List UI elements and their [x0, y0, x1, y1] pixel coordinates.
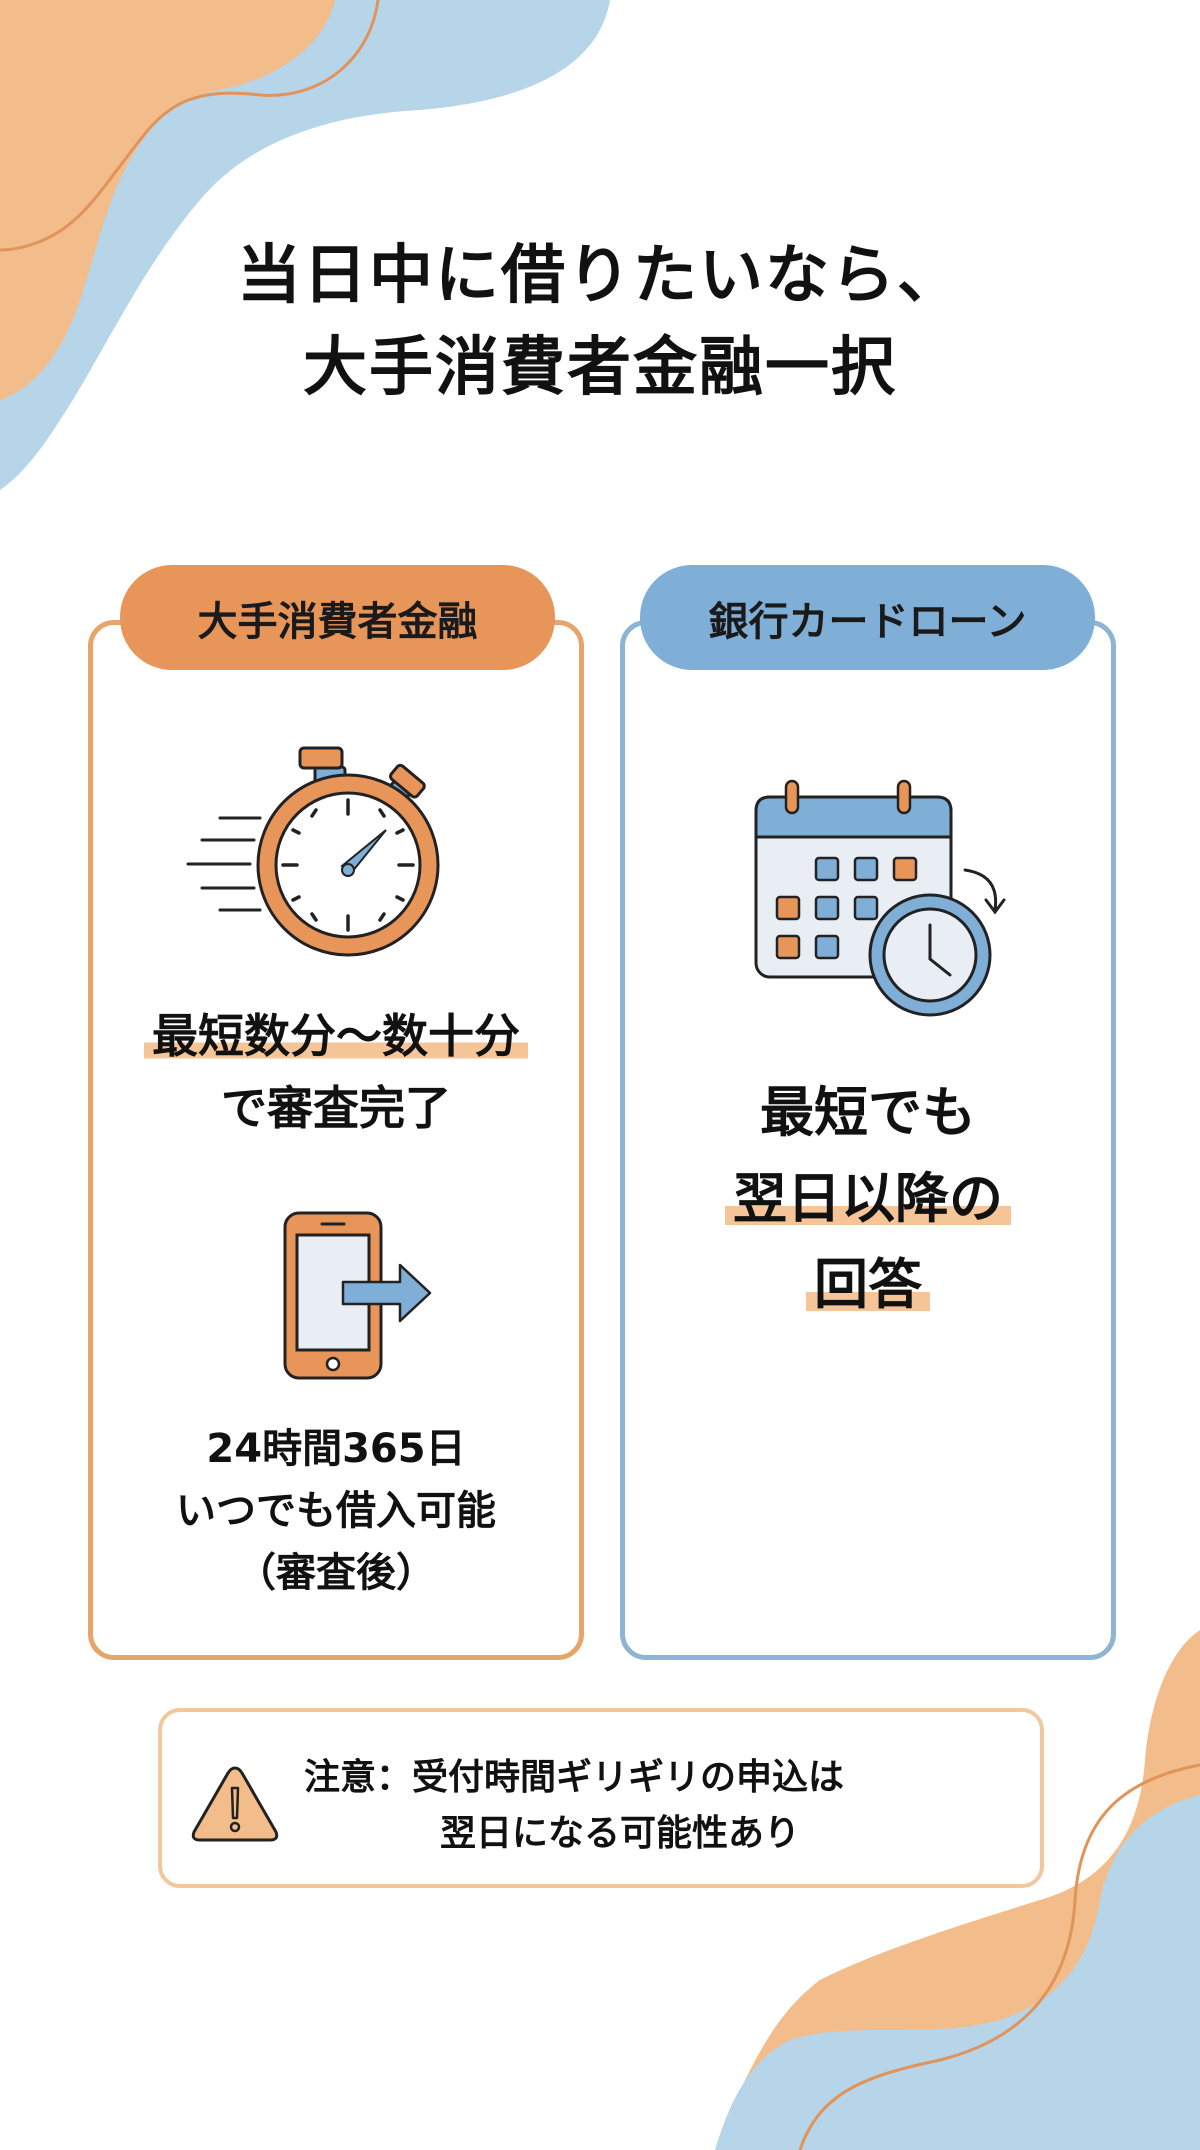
- availability-line-3: （審査後）: [236, 1550, 436, 1596]
- bank-card-loan-label: 銀行カードローン: [708, 598, 1027, 645]
- title-line-1: 当日中に借りたいなら、: [237, 239, 963, 313]
- availability-line-1: 24時間365日: [206, 1426, 466, 1472]
- consumer-finance-badge: 大手消費者金融: [120, 565, 555, 670]
- bank-review-line-1: 最短でも: [760, 1081, 976, 1144]
- availability-line-2: いつでも借入可能: [176, 1488, 496, 1534]
- bank-review-text: 最短でも 翌日以降の 回答: [620, 1070, 1116, 1328]
- review-complete-text: で審査完了: [221, 1081, 451, 1135]
- page-title: 当日中に借りたいなら、 大手消費者金融一択: [0, 230, 1200, 414]
- smartphone-arrow-icon: [283, 1211, 432, 1380]
- availability-text: 24時間365日 いつでも借入可能 （審査後）: [88, 1418, 584, 1604]
- warning-icon: [191, 1766, 279, 1842]
- notice-line-2: 翌日になる可能性あり: [440, 1813, 801, 1854]
- bank-review-highlight-1: 翌日以降の: [725, 1167, 1011, 1230]
- stopwatch-icon: [186, 746, 440, 957]
- notice-text: 注意：受付時間ギリギリの申込は 翌日になる可能性あり: [304, 1750, 844, 1862]
- bank-review-highlight-2: 回答: [806, 1253, 930, 1316]
- review-speed-highlight: 最短数分〜数十分: [144, 1009, 528, 1063]
- notice-box: 注意：受付時間ギリギリの申込は 翌日になる可能性あり: [158, 1708, 1044, 1888]
- bank-card-loan-badge: 銀行カードローン: [640, 565, 1095, 670]
- calendar-clock-icon: [754, 779, 1006, 1017]
- title-line-2: 大手消費者金融一択: [303, 331, 897, 405]
- notice-line-1: 注意：受付時間ギリギリの申込は: [304, 1757, 845, 1798]
- review-speed-text: 最短数分〜数十分 で審査完了: [88, 1000, 584, 1144]
- consumer-finance-label: 大手消費者金融: [197, 598, 478, 645]
